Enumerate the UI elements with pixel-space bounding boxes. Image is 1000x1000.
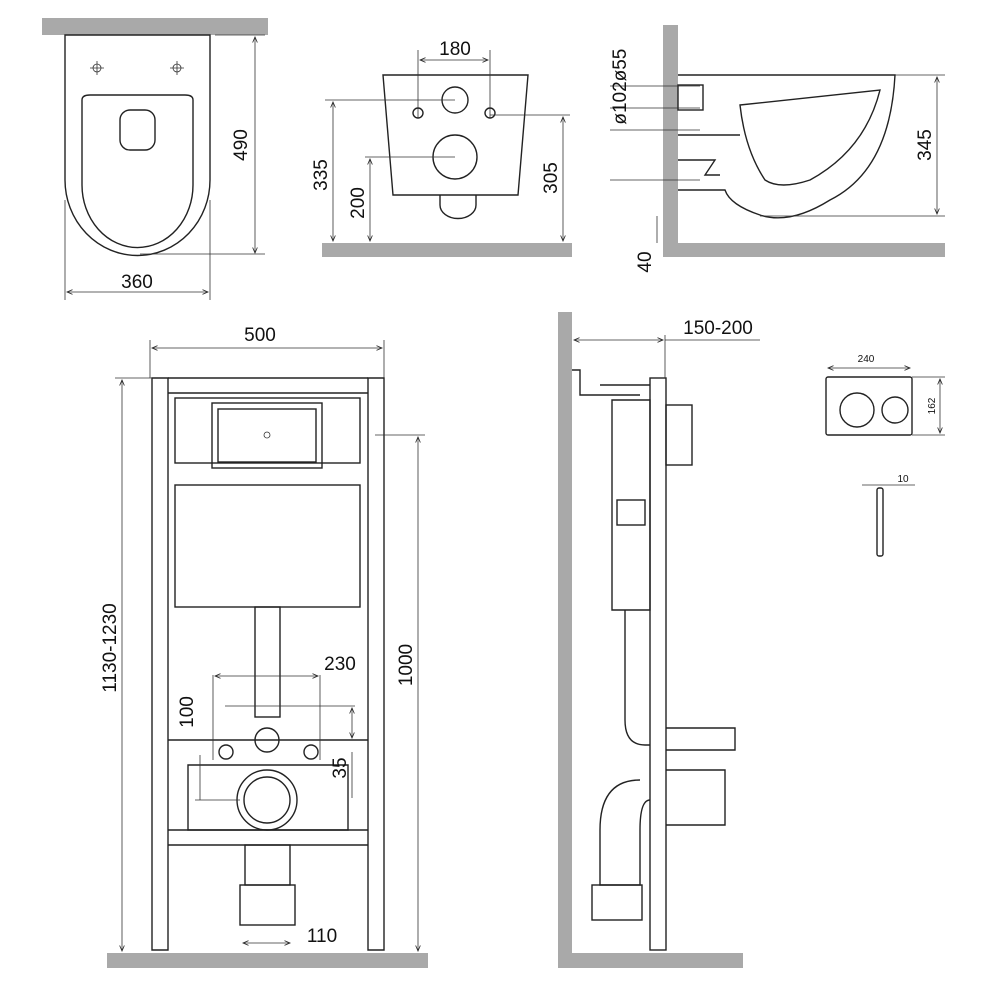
rim-height-dimension: 345 [915, 129, 936, 161]
frame-front-view: 500 1130-1230 1000 230 100 35 110 [100, 325, 428, 968]
floor-gap-dimension: 40 [635, 251, 656, 272]
outlet-offset-dimension: 35 [330, 757, 351, 778]
plate-width-dimension: 240 [858, 354, 875, 365]
frame-side-view: 150-200 [558, 312, 760, 968]
toilet-side-view: ø55 ø102 345 40 [610, 25, 945, 273]
bolt-spacing-dimension: 230 [324, 654, 356, 675]
flush-plate: 240 162 10 [825, 354, 945, 557]
inlet-offset-dimension: 100 [177, 696, 198, 728]
toilet-front-view: 180 335 200 305 [311, 39, 572, 257]
toilet-top-view: 490 360 [42, 18, 268, 300]
outlet-diameter-dimension: ø102 [610, 81, 631, 124]
outlet-height-dimension: 200 [348, 187, 369, 219]
hole-spacing-dimension: 180 [439, 39, 471, 60]
bolt-height-frame-dimension: 1000 [396, 644, 417, 686]
plate-height-dimension: 162 [927, 397, 938, 414]
wall-depth-dimension: 150-200 [683, 318, 753, 339]
frame-width-dimension: 500 [244, 325, 276, 346]
bolt-height-dimension: 305 [541, 162, 562, 194]
width-dimension: 360 [121, 272, 153, 293]
hole-height-dimension: 335 [311, 159, 332, 191]
drain-offset-dimension: 110 [307, 926, 337, 947]
depth-dimension: 490 [231, 129, 252, 161]
frame-height-dimension: 1130-1230 [100, 603, 121, 692]
inlet-diameter-dimension: ø55 [610, 49, 631, 82]
wall-band [42, 18, 268, 35]
plate-thickness-dimension: 10 [897, 474, 909, 485]
